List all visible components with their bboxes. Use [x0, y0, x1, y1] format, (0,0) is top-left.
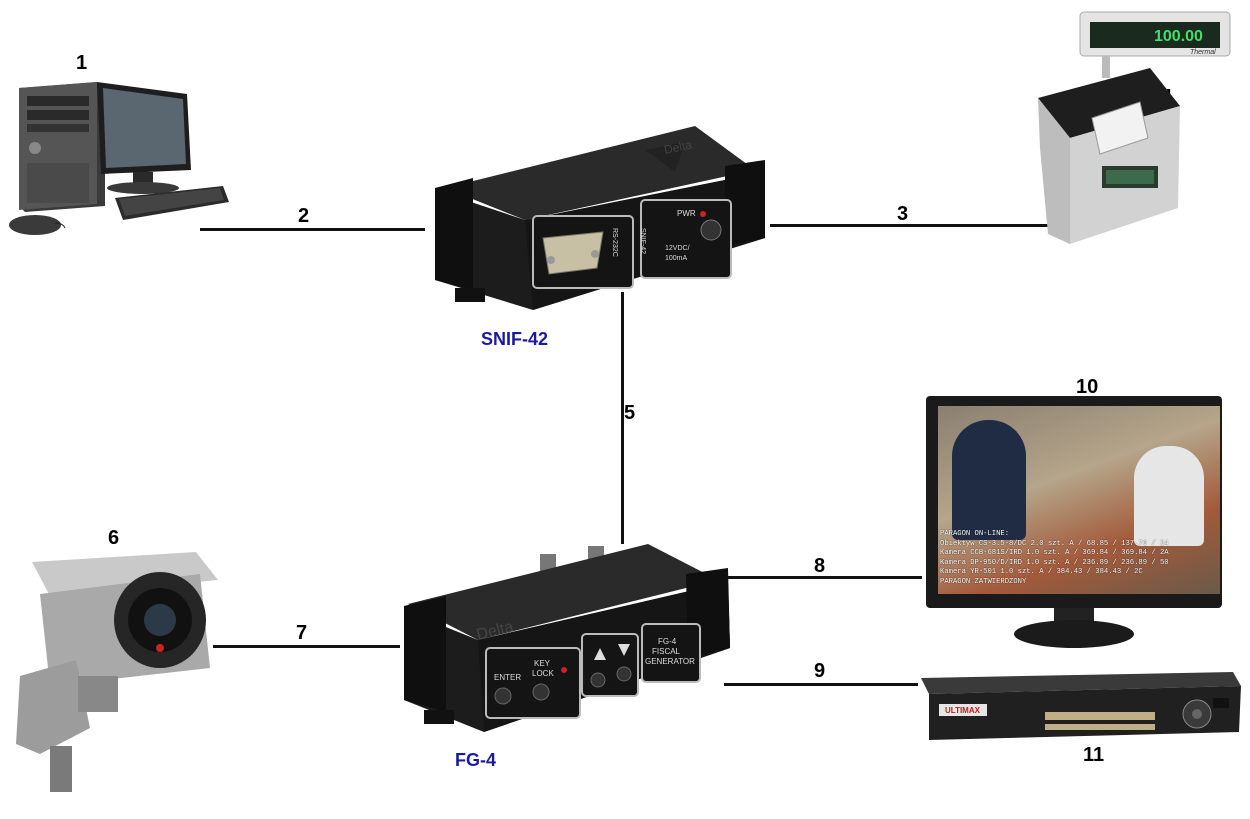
connection-8 — [724, 576, 922, 579]
label-11: 11 — [1083, 744, 1105, 766]
label-1: 1 — [76, 52, 88, 74]
fg-title-2: FISCAL — [652, 647, 681, 656]
monitor-person-right — [1134, 446, 1204, 546]
fg-key-label: KEY — [534, 659, 551, 668]
connection-9 — [724, 683, 918, 686]
snif-42-label: SNIF-42 — [481, 329, 549, 349]
monitor-person-left — [952, 420, 1026, 540]
printer-display-brand: Thermal — [1190, 49, 1216, 56]
snif-power-spec-1: 12VDC/ — [665, 245, 690, 252]
fg-title-3: GENERATOR — [645, 657, 695, 666]
fiscal-printer: 100.00 Thermal — [1030, 8, 1240, 248]
snif-power-spec-2: 100mA — [665, 255, 688, 262]
dvr-recorder: ULTIMAX — [915, 668, 1243, 744]
snif-serial-label: RS-232C — [611, 228, 618, 257]
monitor: PARAGON ON-LINE: Obiektyw CS-3.5-8/DC 2.… — [922, 396, 1242, 656]
overlay-line: PARAGON ZATWIERDZONY — [940, 577, 1027, 586]
label-8: 8 — [814, 555, 826, 577]
overlay-line: Obiektyw CS-3.5-8/DC 2.0 szt. A / 68.85 … — [940, 539, 1169, 548]
connection-2 — [200, 228, 425, 231]
overlay-line: Kamera CCB-681S/IRD 1.0 szt. A / 369.84 … — [940, 549, 1169, 557]
fg-enter-label: ENTER — [494, 673, 521, 682]
dvr-brand: ULTIMAX — [945, 706, 981, 715]
snif-pwr-label: PWR — [677, 209, 696, 218]
label-10: 10 — [1076, 376, 1099, 398]
desktop-computer — [5, 78, 230, 238]
overlay-line: Kamera DP-950/D/IRD 1.0 szt. A / 236.89 … — [940, 558, 1169, 567]
fg-4-label: FG-4 — [455, 750, 497, 770]
connection-3 — [770, 224, 1058, 227]
monitor-stand — [1014, 620, 1134, 648]
connection-7 — [213, 645, 400, 648]
fg-lock-label: LOCK — [532, 669, 554, 678]
fg-title-1: FG-4 — [658, 637, 677, 646]
label-9: 9 — [814, 660, 826, 682]
label-5: 5 — [624, 402, 636, 424]
snif-42-device: Delta RS-232C SNIF-42 PWR 12VDC/ 100mA — [425, 120, 770, 320]
snif-model-label: SNIF-42 — [639, 228, 646, 254]
printer-display-value: 100.00 — [1154, 28, 1203, 45]
monitor-overlay: PARAGON ON-LINE: Obiektyw CS-3.5-8/DC 2.… — [940, 530, 1220, 587]
cctv-camera — [10, 548, 225, 798]
fg-4-device: Delta ENTER KEY LOCK FG-4 FISCAL GENERAT… — [398, 540, 733, 740]
monitor-screen: PARAGON ON-LINE: Obiektyw CS-3.5-8/DC 2.… — [938, 406, 1220, 594]
label-2: 2 — [298, 205, 310, 227]
label-3: 3 — [897, 203, 909, 225]
overlay-line: Kamera YR-501 1.0 szt. A / 384.43 / 384.… — [940, 568, 1143, 576]
overlay-line: PARAGON ON-LINE: — [940, 530, 1010, 538]
label-6: 6 — [108, 527, 120, 549]
snif-brand-text: Delta — [663, 137, 694, 157]
label-7: 7 — [296, 622, 308, 644]
connection-5 — [621, 292, 624, 544]
